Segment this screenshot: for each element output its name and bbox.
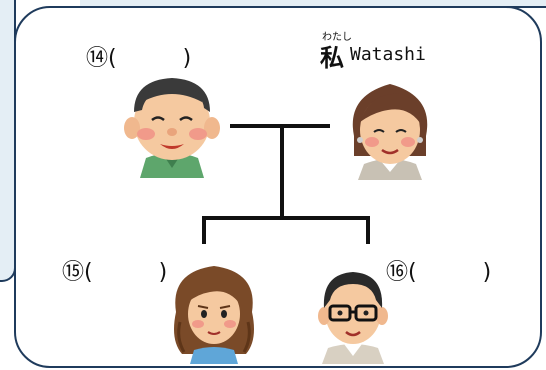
daughter-icon (174, 266, 254, 364)
son-label: ⑯( ) (386, 260, 492, 285)
me-ruby: わたし (322, 32, 352, 43)
family-tree-card (14, 6, 542, 368)
grandfather-icon (124, 78, 220, 178)
me-kanji: 私 (320, 43, 344, 72)
son-icon (318, 272, 388, 364)
grandfather-label: ⑭( ) (86, 46, 192, 71)
grandmother-icon (352, 84, 428, 180)
daughter-label: ⑮( ) (62, 260, 168, 285)
me-romaji: Watashi (350, 44, 426, 65)
